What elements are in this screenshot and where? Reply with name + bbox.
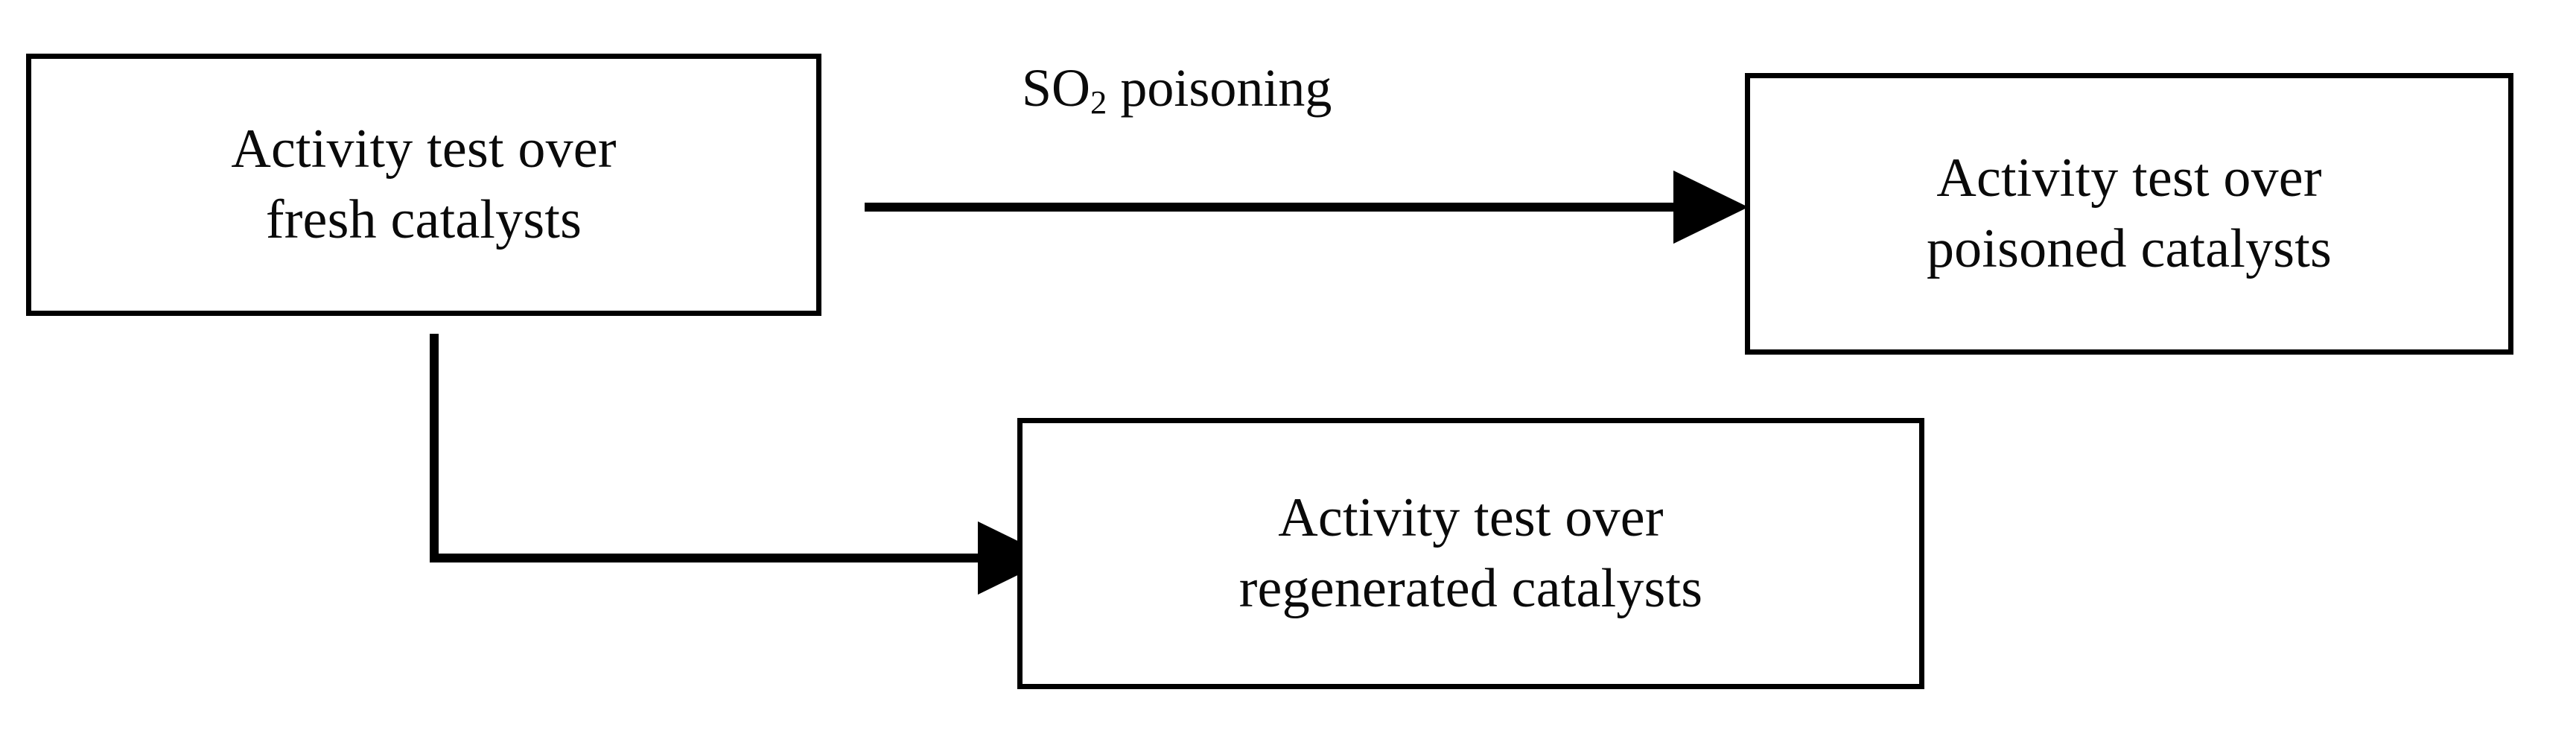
node-label-poisoned: Activity test over poisoned catalysts <box>1926 148 2332 279</box>
edge-label-so2-suffix: poisoning <box>1107 58 1332 118</box>
edge-label-so2-poisoning: SO2 poisoning <box>1022 61 1332 118</box>
node-activity-test-poisoned-catalysts[interactable]: Activity test over poisoned catalysts <box>1745 73 2513 355</box>
node-label-regenerated: Activity test over regenerated catalysts <box>1238 487 1703 619</box>
node-label-fresh: Activity test over fresh catalysts <box>231 118 617 250</box>
edge-label-so2-prefix: SO <box>1022 58 1091 118</box>
arrow-fresh-to-regenerated <box>430 334 1053 595</box>
node-activity-test-fresh-catalysts[interactable]: Activity test over fresh catalysts <box>26 54 821 316</box>
node-activity-test-regenerated-catalysts[interactable]: Activity test over regenerated catalysts <box>1017 418 1924 689</box>
edge-label-so2-subscript: 2 <box>1090 83 1107 121</box>
